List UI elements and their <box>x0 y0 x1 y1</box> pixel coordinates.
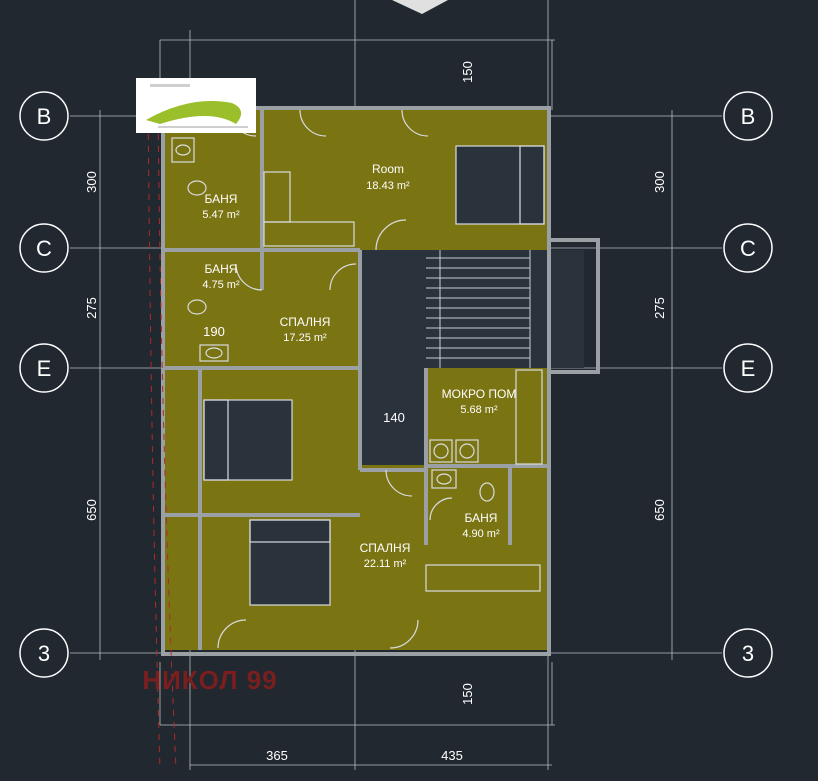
room-name-bath-2: БАНЯ <box>205 262 238 276</box>
room-labels: Room 18.43 m² БАНЯ 5.47 m² БАНЯ 4.75 m² … <box>202 162 516 570</box>
grid-label-3-left: 3 <box>38 641 50 666</box>
room-area-utility: 5.68 m² <box>460 404 498 416</box>
grid-bubble-e-right: E <box>723 343 773 393</box>
furniture <box>171 109 545 649</box>
grid-bubble-c-right: C <box>723 223 773 273</box>
room-area-bath-1: 5.47 m² <box>202 209 240 221</box>
dim-bottom-365: 365 <box>266 748 288 763</box>
grid-label-c-left: C <box>36 236 52 261</box>
dimension-labels: 300 275 650 300 275 650 150 150 365 435 … <box>84 61 667 763</box>
watermark-text: НИКОЛ 99 <box>142 665 277 695</box>
room-area-bedroom-1: 17.25 m² <box>283 332 327 344</box>
dim-right-650: 650 <box>652 499 667 521</box>
room-name-room: Room <box>372 162 404 176</box>
grid-label-b-left: B <box>37 104 52 129</box>
grid-bubble-e-left: E <box>19 343 69 393</box>
grid-label-e-right: E <box>741 356 756 381</box>
dim-left-650: 650 <box>84 499 99 521</box>
room-name-bedroom-2: СПАЛНЯ <box>360 541 411 555</box>
room-area-bath-3: 4.90 m² <box>462 528 500 540</box>
dim-left-300: 300 <box>84 171 99 193</box>
grid-bubble-b-right: B <box>723 91 773 141</box>
company-logo <box>136 78 256 133</box>
room-name-bedroom-1: СПАЛНЯ <box>280 315 331 329</box>
top-bay-shape <box>392 0 448 14</box>
room-name-bath-3: БАНЯ <box>465 511 498 525</box>
dim-top-150: 150 <box>460 61 475 83</box>
grid-label-c-right: C <box>740 236 756 261</box>
grid-label-e-left: E <box>37 356 52 381</box>
grid-bubble-c-left: C <box>19 223 69 273</box>
stair-core <box>360 250 584 465</box>
dim-bottom-435: 435 <box>441 748 463 763</box>
room-area-bedroom-2: 22.11 m² <box>364 558 407 570</box>
room-area-room: 18.43 m² <box>366 180 410 192</box>
grid-label-b-right: B <box>741 104 756 129</box>
grid-bubble-3-left: 3 <box>19 628 69 678</box>
dim-corridor-140: 140 <box>383 410 405 425</box>
room-name-bath-1: БАНЯ <box>205 192 238 206</box>
dim-left-275: 275 <box>84 297 99 319</box>
dim-bottom-150: 150 <box>460 683 475 705</box>
room-area-bath-2: 4.75 m² <box>202 279 240 291</box>
grid-bubble-3-right: 3 <box>723 628 773 678</box>
dim-right-300: 300 <box>652 171 667 193</box>
grid-label-3-right: 3 <box>742 641 754 666</box>
walls <box>161 106 600 656</box>
grid-bubble-b-left: B <box>19 91 69 141</box>
red-dashed-lines <box>147 109 177 771</box>
dim-bath-190: 190 <box>203 324 225 339</box>
room-name-utility: МОКРО ПОМ <box>442 387 517 401</box>
grid-bubbles: B C E 3 B C E 3 <box>19 91 773 678</box>
dim-right-275: 275 <box>652 297 667 319</box>
